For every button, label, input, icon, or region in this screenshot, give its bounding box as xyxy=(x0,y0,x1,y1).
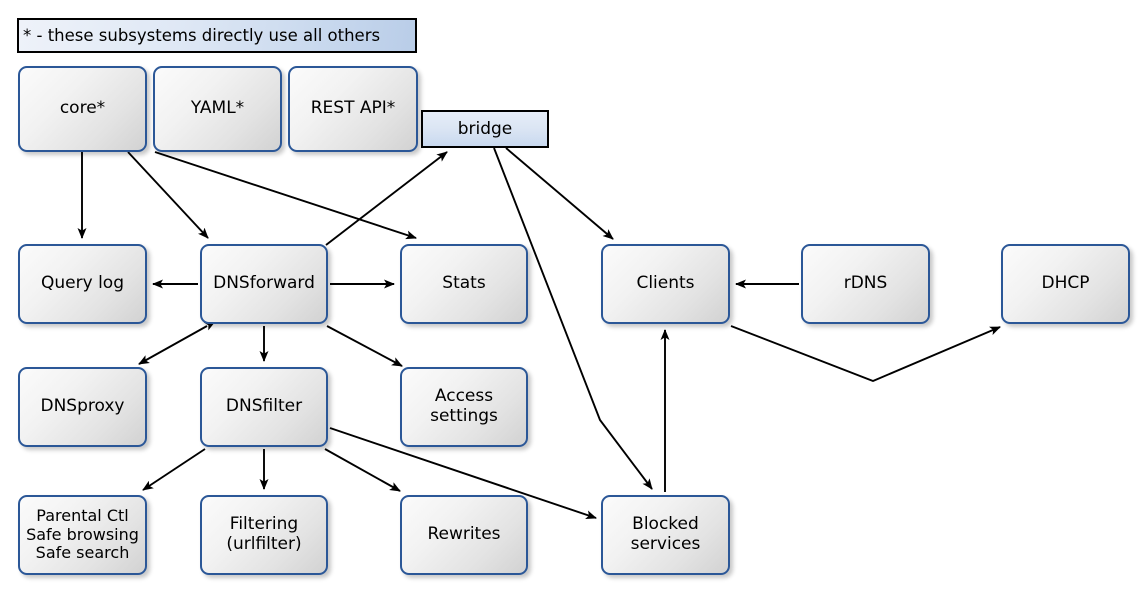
node-dhcp[interactable]: DHCP xyxy=(1001,244,1130,324)
edge-clients-dhcp xyxy=(730,325,1001,383)
node-label-blocked: Blocked services xyxy=(630,514,701,554)
node-parental[interactable]: Parental Ctl Safe browsing Safe search xyxy=(18,495,147,575)
edge-dnsforward-dnsproxy xyxy=(138,321,216,365)
node-label-core: core* xyxy=(59,98,106,119)
node-label-querylog: Query log xyxy=(41,273,124,294)
node-blocked[interactable]: Blocked services xyxy=(601,495,730,575)
edge-bridge-clients xyxy=(505,147,614,240)
node-querylog[interactable]: Query log xyxy=(18,244,147,324)
node-bridge[interactable]: bridge xyxy=(421,110,549,148)
node-label-dnsproxy: DNSproxy xyxy=(40,396,125,417)
node-dnsfilter[interactable]: DNSfilter xyxy=(200,367,328,447)
node-yaml[interactable]: YAML* xyxy=(153,66,282,152)
node-dnsforward[interactable]: DNSforward xyxy=(200,244,328,324)
node-clients[interactable]: Clients xyxy=(601,244,730,324)
node-label-bridge: bridge xyxy=(457,119,513,139)
node-core[interactable]: core* xyxy=(18,66,147,152)
node-label-dhcp: DHCP xyxy=(1041,273,1090,294)
node-restapi[interactable]: REST API* xyxy=(288,66,418,152)
node-access[interactable]: Access settings xyxy=(400,367,528,447)
node-dnsproxy[interactable]: DNSproxy xyxy=(18,367,147,447)
node-label-dnsforward: DNSforward xyxy=(213,273,315,294)
node-filtering[interactable]: Filtering (urlfilter) xyxy=(200,495,328,575)
node-rewrites[interactable]: Rewrites xyxy=(400,495,528,575)
edge-yaml-stats xyxy=(154,151,417,240)
legend-note: * - these subsystems directly use all ot… xyxy=(17,18,417,53)
node-stats[interactable]: Stats xyxy=(400,244,528,324)
node-label-filtering: Filtering (urlfilter) xyxy=(226,514,302,554)
node-label-access: Access settings xyxy=(430,386,498,426)
node-label-clients: Clients xyxy=(636,273,695,294)
edge-dnsforward-bridge xyxy=(325,151,448,246)
node-rdns[interactable]: rDNS xyxy=(801,244,930,324)
node-label-yaml: YAML* xyxy=(190,98,245,119)
node-label-parental: Parental Ctl Safe browsing Safe search xyxy=(26,506,139,563)
node-label-restapi: REST API* xyxy=(310,98,396,119)
edge-dnsforward-access xyxy=(326,325,403,367)
node-label-stats: Stats xyxy=(442,273,486,294)
node-label-dnsfilter: DNSfilter xyxy=(225,396,303,417)
node-label-rewrites: Rewrites xyxy=(427,524,501,545)
edge-dnsfilter-parental xyxy=(142,448,206,491)
edge-core-dnsforward xyxy=(127,151,209,239)
legend-text: * - these subsystems directly use all ot… xyxy=(23,26,381,45)
node-label-rdns: rDNS xyxy=(843,273,888,294)
edge-dnsfilter-rewrites xyxy=(324,448,401,492)
